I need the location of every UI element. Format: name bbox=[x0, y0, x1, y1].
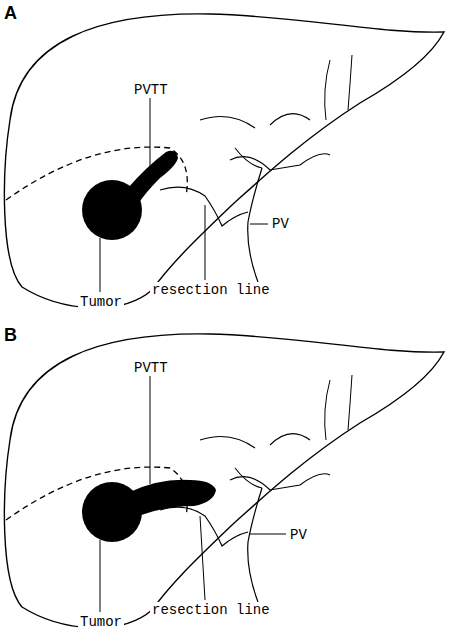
panel-letter: A bbox=[4, 4, 17, 22]
part-label: Tumor bbox=[78, 614, 124, 630]
part-label: resection line bbox=[150, 602, 272, 618]
panel-a bbox=[4, 14, 444, 308]
part-label: Tumor bbox=[78, 294, 124, 310]
part-label: PV bbox=[270, 216, 291, 232]
panel-b bbox=[4, 334, 444, 628]
part-label: PVTT bbox=[132, 360, 170, 376]
panel-letter: B bbox=[4, 326, 17, 344]
part-label: resection line bbox=[150, 282, 272, 298]
part-label: PV bbox=[288, 527, 309, 543]
part-label: PVTT bbox=[132, 82, 170, 98]
